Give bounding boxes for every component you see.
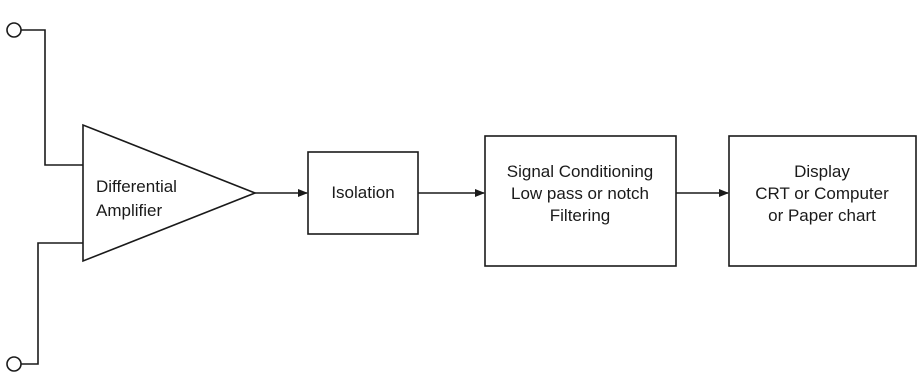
top-input-terminal <box>6 22 22 38</box>
conditioning-label-line1: Signal Conditioning <box>507 162 654 181</box>
bottom-input-wire <box>21 242 83 365</box>
display-label-line1: Display <box>794 162 850 181</box>
isolation-block <box>307 151 419 235</box>
top-input-wire <box>21 29 83 166</box>
conditioning-label-line3: Filtering <box>550 206 610 225</box>
display-block <box>728 135 917 267</box>
isolation-label: Isolation <box>331 183 394 202</box>
bottom-input-terminal <box>6 356 22 372</box>
conditioning-label-line2: Low pass or notch <box>511 184 649 203</box>
differential-amplifier-triangle <box>82 123 258 263</box>
display-label-line2: CRT or Computer <box>755 184 889 203</box>
signal-conditioning-block <box>484 135 677 267</box>
amplifier-label-line1: Differential <box>96 177 177 196</box>
display-label-line3: or Paper chart <box>768 206 876 225</box>
amplifier-label-line2: Amplifier <box>96 201 162 220</box>
